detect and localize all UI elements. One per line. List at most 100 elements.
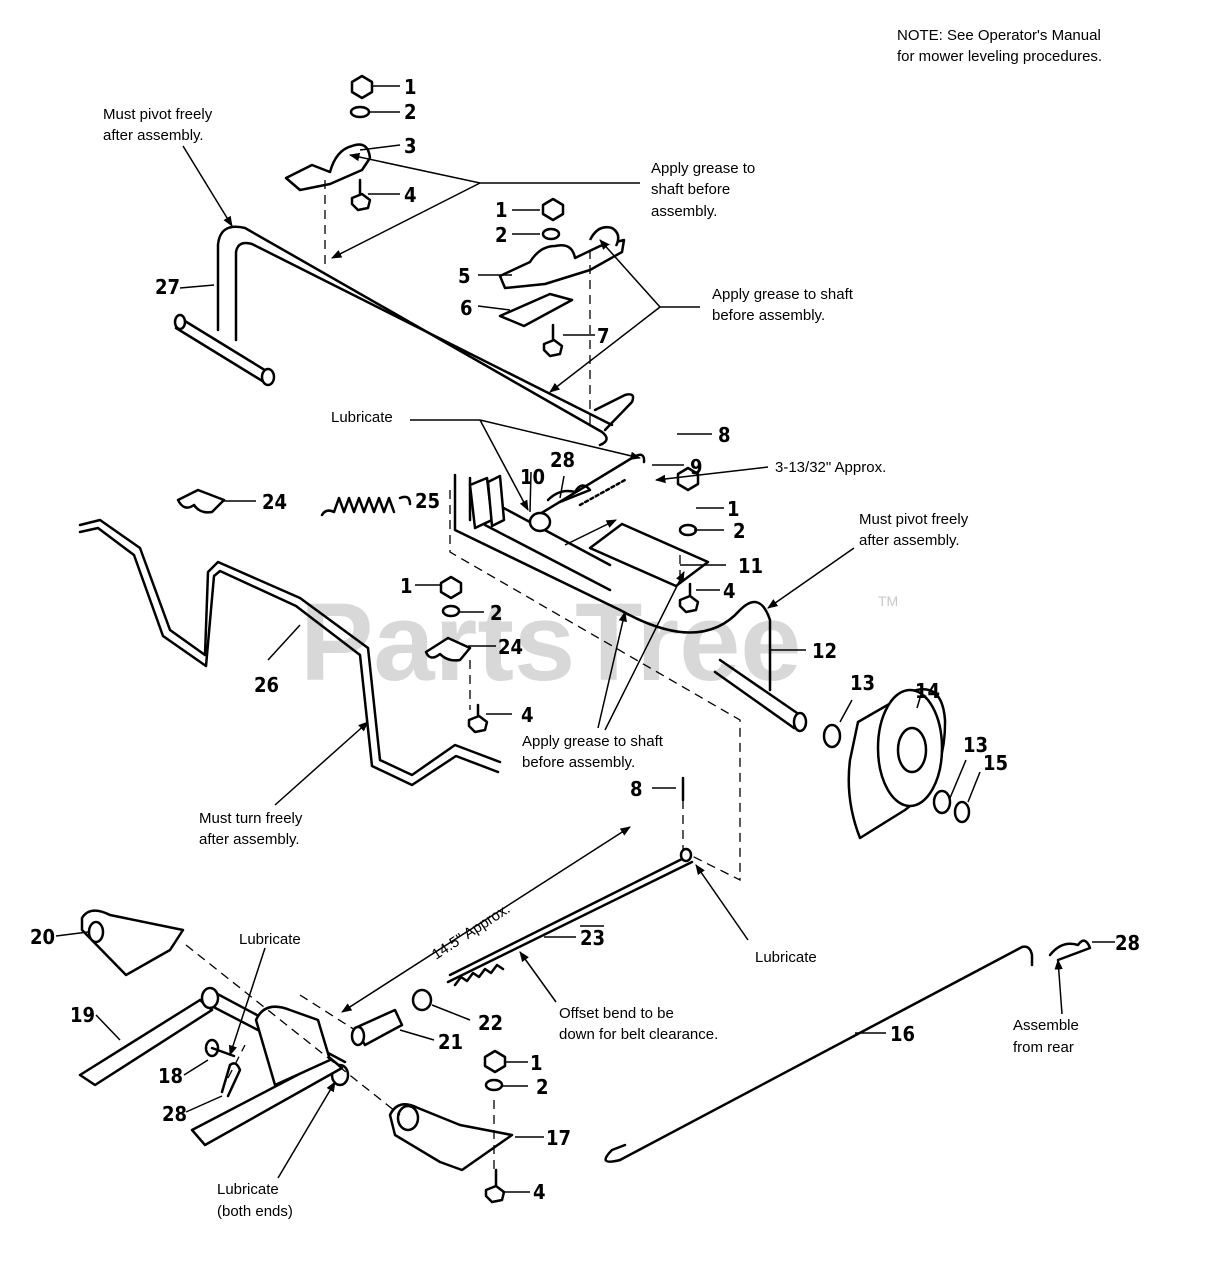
part-number: 17 xyxy=(546,1126,571,1150)
part-24-clip xyxy=(176,488,226,514)
part-13-washers xyxy=(822,723,971,824)
callout-text: Lubricate xyxy=(331,409,393,426)
part-number: 28 xyxy=(550,448,575,472)
callout-text: Apply grease to shaft xyxy=(712,286,854,303)
watermark: PartsTree xyxy=(300,581,801,704)
part-21-clevis xyxy=(350,1008,404,1047)
part-number: 9 xyxy=(690,455,703,479)
part-17-bracket xyxy=(388,1103,514,1172)
callout-text: Apply grease to xyxy=(651,160,755,177)
callout-text: Must pivot freely xyxy=(859,511,969,528)
part-number: 12 xyxy=(812,639,837,663)
part-number: 2 xyxy=(490,601,503,625)
part-number-labels: 1 2 3 4 1 2 5 6 7 27 8 9 10 28 1 2 11 4 … xyxy=(30,75,1140,1204)
part-number: 24 xyxy=(498,635,523,659)
callout-text: shaft before xyxy=(651,181,730,198)
part-18-pin xyxy=(204,1038,236,1058)
part-number: 14 xyxy=(915,679,940,703)
part-number: 10 xyxy=(520,465,545,489)
part-number: 19 xyxy=(70,1003,95,1027)
part-number: 24 xyxy=(262,490,287,514)
part-number: 1 xyxy=(530,1051,543,1075)
part-number: 15 xyxy=(983,751,1008,775)
part-12-pivot-bar xyxy=(453,473,808,733)
part-14-wheel xyxy=(847,687,947,840)
part-number: 6 xyxy=(460,296,473,320)
part-22-nut xyxy=(411,988,433,1012)
part-24-clip-lower xyxy=(424,636,472,662)
part-number: 11 xyxy=(738,554,763,578)
part-number: 20 xyxy=(30,925,55,949)
part-28-hairpin-right xyxy=(1048,939,1092,962)
callout-texts: Must pivot freely after assembly. Apply … xyxy=(103,106,1079,1220)
part-26-rod xyxy=(78,518,502,787)
leader-lines xyxy=(55,85,1115,1193)
part-number: 21 xyxy=(438,1030,463,1054)
part-number: 28 xyxy=(1115,931,1140,955)
callout-text: assembly. xyxy=(651,203,717,220)
part-number: 26 xyxy=(254,673,279,697)
part-number: 16 xyxy=(890,1022,915,1046)
part-11-plate xyxy=(588,522,710,588)
part-number: 27 xyxy=(155,275,180,299)
part-number: 1 xyxy=(400,574,413,598)
part-3-clamp xyxy=(284,143,372,192)
part-number: 25 xyxy=(415,489,440,513)
callout-text: Must turn freely xyxy=(199,810,303,827)
part-number: 4 xyxy=(404,183,417,207)
part-27-pivot-bar xyxy=(173,225,635,447)
callout-text: down for belt clearance. xyxy=(559,1026,718,1043)
callout-text: Offset bend to be xyxy=(559,1005,674,1022)
hardware-nuts-washers-bolts xyxy=(349,74,700,1204)
callout-text: 14.5" Approx. xyxy=(429,900,513,963)
part-5-clamp xyxy=(498,226,626,290)
part-28-hairpin xyxy=(546,484,592,504)
part-20-bracket xyxy=(80,909,185,977)
part-number: 2 xyxy=(404,100,417,124)
callout-text: Must pivot freely xyxy=(103,106,213,123)
callout-text: before assembly. xyxy=(712,307,825,324)
callout-text: Apply grease to shaft xyxy=(522,733,664,750)
part-number: 2 xyxy=(536,1075,549,1099)
part-number: 1 xyxy=(404,75,417,99)
part-number: 13 xyxy=(850,671,875,695)
callout-text: after assembly. xyxy=(103,127,204,144)
callout-text: (both ends) xyxy=(217,1203,293,1220)
callout-text: before assembly. xyxy=(522,754,635,771)
part-19-shaft-assembly xyxy=(78,986,350,1147)
part-number: 4 xyxy=(533,1180,546,1204)
part-number: 18 xyxy=(158,1064,183,1088)
part-9-rod xyxy=(528,453,646,533)
callout-arrows xyxy=(182,145,1063,1179)
part-number: 4 xyxy=(521,703,534,727)
part-number: 13 xyxy=(963,733,988,757)
callout-text: from rear xyxy=(1013,1039,1074,1056)
part-number: 1 xyxy=(727,497,740,521)
callout-text: Assemble xyxy=(1013,1017,1079,1034)
part-number: 7 xyxy=(597,324,610,348)
part-number: 5 xyxy=(458,264,471,288)
callout-text: Lubricate xyxy=(217,1181,279,1198)
callout-text: Lubricate xyxy=(755,949,817,966)
part-number: 2 xyxy=(733,519,746,543)
callout-text: Lubricate xyxy=(239,931,301,948)
note-line-1: NOTE: See Operator's Manual xyxy=(897,27,1101,44)
part-number: 1 xyxy=(495,198,508,222)
dashed-alignment-lines xyxy=(185,180,741,1170)
part-number: 22 xyxy=(478,1011,503,1035)
callout-text: after assembly. xyxy=(199,831,300,848)
callout-text: after assembly. xyxy=(859,532,960,549)
part-25-spring xyxy=(320,495,412,517)
part-16-rod xyxy=(604,945,1034,1163)
trademark: TM xyxy=(878,593,898,609)
note-line-2: for mower leveling procedures. xyxy=(897,48,1102,65)
part-number: 3 xyxy=(404,134,417,158)
part-number: 4 xyxy=(723,579,736,603)
part-28-hairpin-lower xyxy=(220,1062,242,1098)
part-number: 8 xyxy=(630,777,643,801)
part-number: 8 xyxy=(718,423,731,447)
part-number: 23 xyxy=(580,926,605,950)
part-6-plate xyxy=(498,292,574,328)
